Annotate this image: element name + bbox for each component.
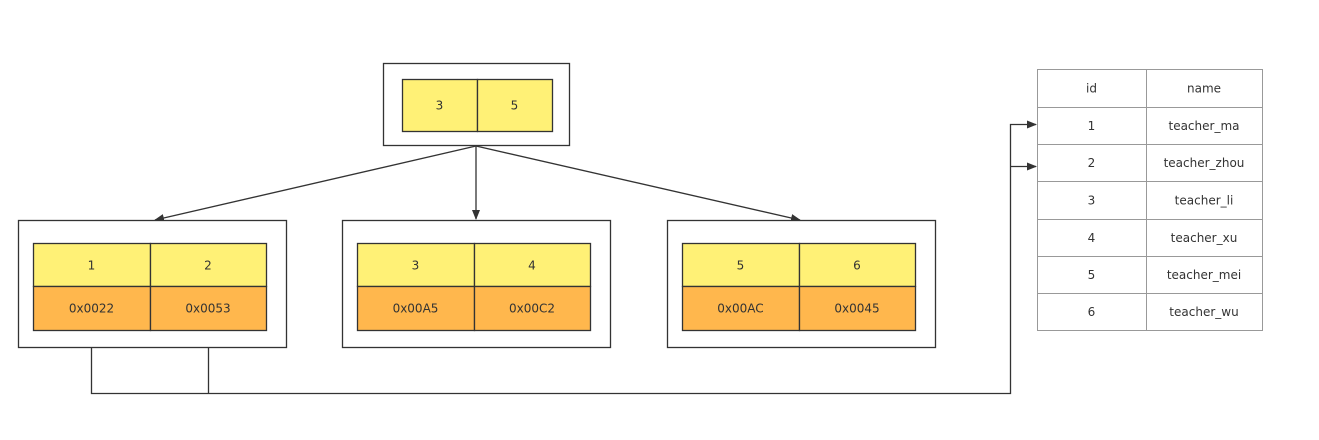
leaf-node[interactable]: 5 0x00AC 6 0x0045 (666, 219, 937, 349)
table-cell (1037, 219, 1147, 257)
table-cell-text: teacher_li (1175, 194, 1234, 208)
edges (90, 120, 1037, 395)
leaf-key: 1 (88, 259, 96, 273)
table-cell (1146, 69, 1263, 108)
table-cell (1146, 144, 1263, 182)
leaf-pointer-cell (149, 285, 268, 332)
leaf-pointer: 0x00A5 (393, 302, 439, 316)
table-cell-text: teacher_xu (1171, 231, 1238, 245)
leaf-pointer: 0x00C2 (509, 302, 555, 316)
root-key-cell (476, 78, 554, 133)
table-cell (1146, 181, 1263, 220)
leaf-pointer-cell (356, 285, 476, 332)
table-cell (1037, 293, 1147, 331)
table-header: id (1086, 82, 1097, 96)
leaf-key: 4 (528, 259, 536, 273)
table-row: 2 teacher_zhou (1037, 144, 1263, 182)
table-cell-text: teacher_ma (1168, 119, 1239, 133)
leaf-key: 3 (412, 259, 420, 273)
table-cell-text: 2 (1088, 156, 1096, 170)
leaf-key: 5 (737, 259, 745, 273)
leaf-key: 6 (853, 259, 861, 273)
root-key: 5 (511, 99, 519, 113)
table-cell-text: 1 (1088, 119, 1096, 133)
table-cell-text: teacher_zhou (1164, 156, 1245, 170)
leaf-pointer-cell (798, 285, 917, 332)
leaf-pointer: 0x0045 (834, 302, 879, 316)
root-key: 3 (436, 99, 444, 113)
table-row: 4 teacher_xu (1037, 219, 1263, 257)
leaf-node[interactable]: 1 0x0022 2 0x0053 (17, 219, 288, 349)
table-cell (1146, 293, 1263, 331)
table-cell (1037, 144, 1147, 182)
table-header-row: id name (1037, 69, 1263, 108)
leaf-key-cell (149, 242, 268, 288)
pointer-link-row-1 (90, 120, 1037, 395)
table-header: name (1187, 82, 1221, 96)
teacher-table: id name 1 teacher_ma 2 teacher_zhou 3 teacher_l… (1037, 69, 1263, 331)
leaf-pointer: 0x0053 (185, 302, 230, 316)
leaf-key-cell (32, 242, 152, 288)
table-cell (1037, 107, 1147, 145)
table-cell-text: teacher_mei (1167, 268, 1241, 282)
leaf-node[interactable]: 3 0x00A5 4 0x00C2 (341, 219, 612, 349)
tree-edge-arrow (154, 145, 477, 222)
table-cell-text: 6 (1088, 305, 1096, 319)
leaf-pointer: 0x0022 (69, 302, 114, 316)
leaf-key-cell (356, 242, 476, 288)
table-row: 5 teacher_mei (1037, 256, 1263, 294)
table-cell (1146, 256, 1263, 294)
table-cell (1146, 107, 1263, 145)
leaf-pointer-cell (32, 285, 152, 332)
table-row: 1 teacher_ma (1037, 107, 1263, 145)
leaf-key-cell (798, 242, 917, 288)
table-cell-text: 4 (1088, 231, 1096, 245)
table-row: 6 teacher_wu (1037, 293, 1263, 331)
table-cell (1146, 219, 1263, 257)
leaf-key-cell (473, 242, 592, 288)
leaf-pointer-cell (473, 285, 592, 332)
tree-edge-arrow (475, 145, 801, 222)
table-cell-text: 5 (1088, 268, 1096, 282)
table-row: 3 teacher_li (1037, 181, 1263, 220)
table-cell-text: 3 (1088, 194, 1096, 208)
table-cell-text: teacher_wu (1169, 305, 1238, 319)
leaf-pointer: 0x00AC (717, 302, 763, 316)
leaf-key: 2 (204, 259, 212, 273)
